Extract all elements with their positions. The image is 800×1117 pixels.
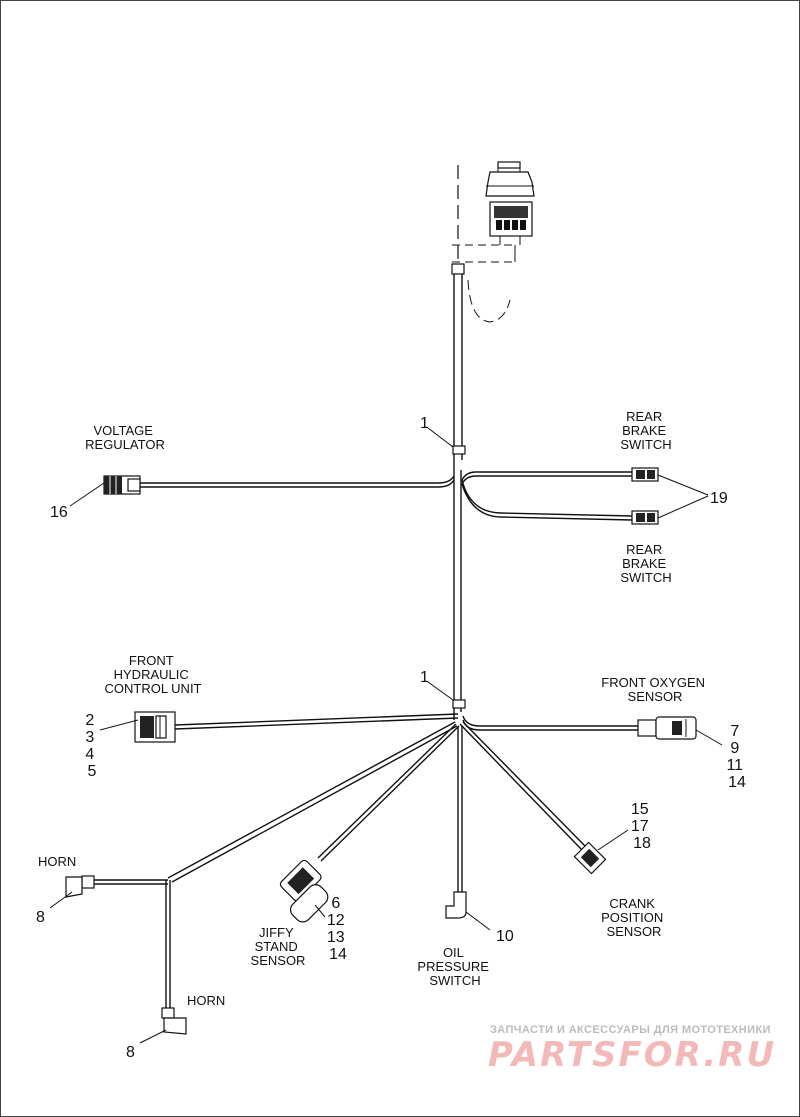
- crank-position-sensor-connector: [573, 841, 607, 875]
- callout-front-oxygen-sensor: 7 9 11 14: [726, 723, 747, 791]
- jiffy-stand-sensor-label: JIFFY STAND SENSOR: [251, 925, 306, 968]
- rear-brake-switch-label-top: REAR BRAKE SWITCH: [620, 409, 671, 452]
- callout-rear-brake-switch: 19: [710, 490, 728, 507]
- horn-lower-label: HORN: [187, 993, 225, 1008]
- leader-lines: [49, 427, 723, 1044]
- callout-horn-upper: 8: [36, 909, 45, 926]
- top-connector-assembly: [452, 161, 535, 323]
- jiffy-stand-sensor-connector: [279, 859, 329, 923]
- front-oxygen-sensor-label: FRONT OXYGEN SENSOR: [601, 675, 708, 704]
- watermark-logo: PARTSFOR.RU: [488, 1035, 776, 1075]
- oil-pressure-switch-label: OIL PRESSURE SWITCH: [417, 945, 492, 988]
- callout-clip-lower: 1: [420, 669, 429, 686]
- main-trunk: [451, 263, 466, 720]
- watermark-tagline: ЗАПЧАСТИ И АКСЕССУАРЫ ДЛЯ МОТОТЕХНИКИ: [490, 1024, 771, 1036]
- callout-crank-position-sensor: 15 17 18: [631, 801, 653, 852]
- crank-position-sensor-label: CRANK POSITION SENSOR: [601, 896, 667, 939]
- rear-brake-switch-label-bottom: REAR BRAKE SWITCH: [620, 542, 671, 585]
- horn-upper-connector: [65, 875, 95, 898]
- horn-lower-connector: [161, 1007, 187, 1035]
- oil-pressure-switch-connector: [445, 891, 467, 919]
- horn-upper-label: HORN: [38, 854, 76, 869]
- front-oxygen-sensor-connector: [637, 716, 697, 740]
- branch-wires: [93, 471, 638, 1012]
- rear-brake-switch-connector-lower: [631, 510, 659, 525]
- rear-brake-switch-connector-upper: [631, 467, 659, 482]
- voltage-regulator-connector: [103, 475, 141, 495]
- callout-jiffy-stand-sensor: 6 12 13 14: [327, 895, 349, 963]
- callout-horn-lower: 8: [126, 1044, 135, 1061]
- voltage-regulator-label: VOLTAGE REGULATOR: [85, 423, 165, 452]
- callout-voltage-regulator: 16: [50, 504, 68, 521]
- callout-front-hcu: 2 3 4 5: [85, 712, 98, 780]
- front-hcu-connector: [134, 711, 176, 743]
- front-hcu-label: FRONT HYDRAULIC CONTROL UNIT: [104, 653, 201, 696]
- clip-lower: [452, 699, 466, 709]
- callout-clip-upper: 1: [420, 415, 429, 432]
- callout-oil-pressure-switch: 10: [496, 928, 514, 945]
- clip-upper: [452, 445, 466, 455]
